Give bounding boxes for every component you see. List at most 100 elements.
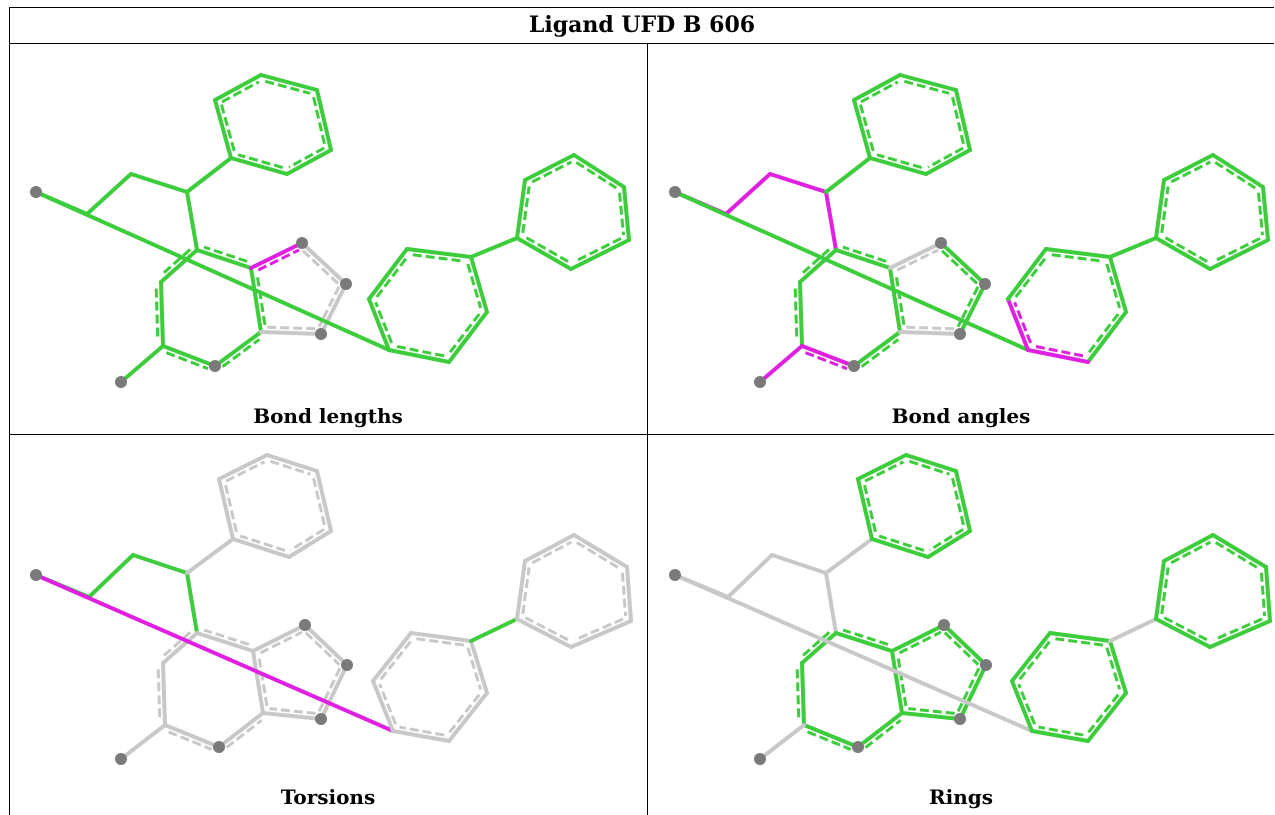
bond-f-g [213, 98, 233, 160]
bond-a-v [34, 573, 395, 733]
aromatic-bond-j-k [927, 146, 964, 169]
caption-bond-lengths: Bond lengths [253, 404, 403, 428]
bond-u-o [259, 330, 323, 336]
grid-left-border [9, 43, 10, 815]
bond-n-o [852, 330, 902, 368]
aromatic-bond-af-ag [1212, 237, 1261, 263]
bond-m-n [800, 344, 856, 368]
aromatic-bond-ae-af [1257, 192, 1265, 236]
bond-n-o [217, 711, 265, 749]
bond-n-o [213, 330, 263, 368]
bond-aa-v [1030, 729, 1090, 743]
aromatic-bond-ag-ab [1163, 235, 1208, 263]
bond-ab-ac [515, 178, 527, 240]
bond-af-ag [1208, 619, 1272, 649]
bond-s-t [942, 623, 988, 667]
bond-ae-af [1261, 185, 1270, 242]
aromatic-bond-i-j [951, 477, 966, 527]
atom-sphere [954, 328, 966, 340]
aromatic-bond-k-f [878, 534, 925, 552]
aromatic-bond-g-h [225, 460, 266, 483]
bond-q-e [195, 248, 253, 270]
bond-x-y [1044, 247, 1112, 259]
aromatic-bond-ac-ad [531, 540, 573, 565]
atom-sphere [315, 713, 327, 725]
grid-row-divider [9, 434, 1274, 435]
bond-ad-ae [1211, 153, 1265, 189]
aromatic-bond-j-k [289, 528, 325, 552]
aromatic-bond-i-j [312, 96, 327, 146]
bond-ac-ad [1162, 153, 1215, 182]
bond-d-f [185, 156, 233, 194]
aromatic-bond-u-o [267, 325, 316, 331]
bond-ag-ab [515, 617, 573, 649]
aromatic-bond-g-h [860, 80, 899, 104]
aromatic-bond-s-t [301, 249, 340, 285]
bond-b-c [724, 172, 772, 216]
aromatic-bond-g-h [864, 460, 905, 483]
bond-ae-af [625, 565, 633, 623]
aromatic-bond-o-q [894, 273, 906, 326]
bond-l-m [800, 661, 806, 727]
aromatic-bond-ad-ae [575, 541, 620, 570]
caption-rings: Rings [928, 785, 993, 809]
aromatic-bond-e-l [162, 631, 192, 658]
bond-q-e [195, 631, 255, 653]
bond-i-j [954, 469, 972, 533]
bond-o-q [251, 649, 265, 715]
bond-ad-ae [572, 533, 629, 569]
bond-z-aa [1086, 310, 1128, 364]
bond-u-o [898, 330, 962, 336]
aromatic-bond-y-z [466, 647, 483, 690]
bond-j-k [287, 529, 333, 559]
bond-l-m [159, 280, 165, 348]
bond-h-i [265, 453, 319, 473]
aromatic-bond-ad-ae [575, 161, 618, 190]
bond-o-q [888, 266, 902, 334]
bond-v-w [367, 297, 391, 352]
bond-k-f [231, 537, 291, 559]
bond-w-x [371, 631, 413, 683]
atom-sphere [954, 713, 966, 725]
bond-ab-ac [1154, 178, 1166, 240]
aromatic-bond-z-aa [447, 693, 481, 735]
bond-v-w [1010, 679, 1034, 733]
bond-x-y [1048, 631, 1112, 643]
aromatic-bond-aa-v [399, 725, 445, 737]
aromatic-bond-x-y [416, 637, 465, 647]
atom-sphere [299, 619, 311, 631]
aromatic-bond-ag-ab [524, 616, 569, 642]
aromatic-bond-x-y [1051, 253, 1104, 263]
aromatic-bond-n-o [864, 719, 902, 749]
bond-g-h [852, 73, 902, 102]
bond-ae-af [1264, 565, 1272, 623]
bond-aa-v [391, 729, 451, 743]
atom-sphere [340, 278, 352, 290]
bond-c-d [768, 172, 828, 194]
aromatic-bond-k-f [237, 153, 284, 170]
aromatic-bond-n-o [860, 338, 900, 368]
molecule-torsions [30, 453, 633, 765]
bond-d-f [185, 537, 235, 575]
bond-ad-ae [572, 153, 626, 189]
aromatic-bond-o-q [896, 656, 908, 707]
aromatic-bond-e-l [160, 248, 192, 277]
aromatic-bond-t-u [956, 667, 981, 713]
bond-t-u [958, 663, 988, 721]
aromatic-bond-t-u [956, 286, 980, 328]
bond-m-r [119, 344, 165, 384]
aromatic-bond-ab-ac [521, 186, 531, 234]
bond-j-k [926, 529, 972, 559]
atom-sphere [315, 328, 327, 340]
atom-sphere [754, 376, 766, 388]
panel-rings: Rings [648, 435, 1274, 815]
aromatic-bond-af-ag [573, 237, 622, 263]
bond-ac-ad [1162, 533, 1215, 563]
atom-sphere [341, 659, 353, 671]
aromatic-bond-w-x [375, 256, 409, 298]
aromatic-bond-k-f [876, 153, 923, 170]
aromatic-bond-f-g [862, 483, 877, 533]
bond-v-w [1006, 297, 1030, 352]
bond-i-j [315, 88, 333, 152]
aromatic-bond-e-l [801, 631, 831, 658]
